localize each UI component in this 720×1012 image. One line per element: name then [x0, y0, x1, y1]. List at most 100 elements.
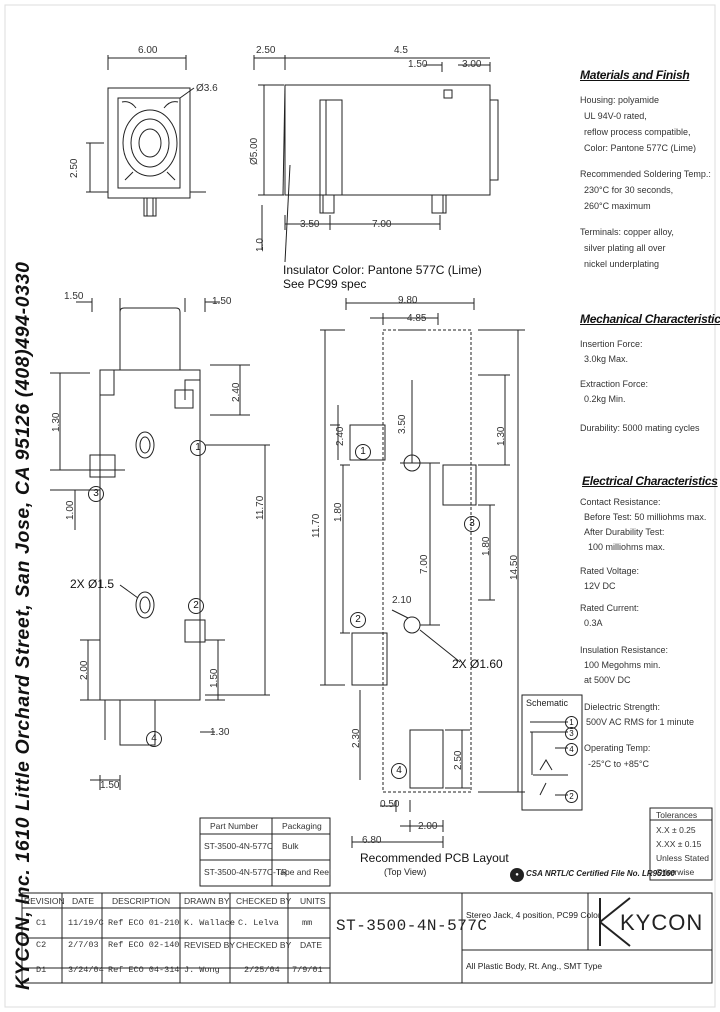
rev-cell: Ref ECO 01-210	[108, 918, 180, 928]
electrical-line: 100 milliohms max.	[588, 542, 666, 552]
materials-line: 230°C for 30 seconds,	[584, 185, 674, 195]
front-view	[86, 55, 206, 217]
rev-header: DRAWN BY	[184, 896, 230, 906]
pin-2-callout-pcb: 2	[350, 612, 366, 628]
company-address-banner: KYCON, Inc. 1610 Little Orchard Street, …	[12, 261, 34, 990]
electrical-title: Electrical Characteristics	[582, 474, 718, 488]
dim-b-1-30-low: 1.30	[210, 727, 230, 738]
rev-cell: 11/19/C	[68, 918, 104, 928]
pin-2-callout-bottom: 2	[188, 598, 204, 614]
dim-2-50-left: 2.50	[69, 158, 80, 178]
dim-b-1-50-low: 1.50	[209, 668, 220, 688]
dim-p-6-80: 6.80	[362, 835, 382, 846]
rev-cell: C2	[36, 940, 47, 950]
tolerances-box	[649, 807, 713, 881]
dim-3-50-side: 3.50	[300, 219, 320, 230]
mechanical-line: 3.0kg Max.	[584, 354, 629, 364]
see-pc99-note: See PC99 spec	[283, 277, 367, 291]
schematic-label: Schematic	[526, 698, 569, 708]
part-number-title: ST-3500-4N-577C	[336, 917, 488, 935]
kycon-logo: KYCON	[620, 910, 704, 935]
schematic-box	[521, 694, 583, 811]
dim-b-1-30: 1.30	[51, 412, 62, 432]
rev-cell: 2/7/03	[68, 940, 99, 950]
bottom-view	[50, 298, 270, 790]
side-view	[253, 55, 499, 263]
tolerances-title: Tolerances	[656, 810, 698, 820]
electrical-line: Rated Current:	[580, 603, 640, 613]
dim-p-2-50: 2.50	[453, 750, 464, 770]
tolerance-line: X.XX ± 0.15	[656, 839, 702, 849]
materials-line: reflow process compatible,	[584, 127, 691, 137]
electrical-line: 100 Megohms min.	[584, 660, 661, 670]
dim-b-1-00: 1.00	[65, 500, 76, 520]
mechanical-line: 0.2kg Min.	[584, 394, 626, 404]
dim-2-50-top: 2.50	[256, 45, 276, 56]
parts-table-cell: ST-3500-4N-577C	[204, 841, 273, 851]
rev-cell: DATE	[300, 940, 323, 950]
description-line-1: Stereo Jack, 4 position, PC99 Color	[466, 910, 601, 920]
electrical-line: 0.3A	[584, 618, 603, 628]
pin-2-callout-schematic: 2	[565, 790, 578, 803]
electrical-line: 500V AC RMS for 1 minute	[586, 717, 695, 727]
materials-line: silver plating all over	[584, 243, 666, 253]
pcb-layout-caption: Recommended PCB Layout	[360, 851, 509, 865]
insulator-note: Insulator Color: Pantone 577C (Lime)	[283, 263, 482, 277]
dim-p-0-50: 0.50	[380, 799, 400, 810]
tolerance-line: Unless Stated	[656, 853, 709, 863]
materials-title: Materials and Finish	[580, 68, 690, 82]
materials-line: Housing: polyamide	[580, 95, 660, 105]
dim-1-50-top: 1.50	[408, 59, 428, 70]
dim-b-2-00: 2.00	[79, 660, 90, 680]
tolerance-line: X.X ± 0.25	[656, 825, 696, 835]
parts-table-grid	[199, 817, 331, 887]
dim-6-00: 6.00	[138, 45, 158, 56]
pin-1-callout-bottom: 1	[190, 440, 206, 456]
pin-4-callout-schematic: 4	[565, 743, 578, 756]
electrical-line: Dielectric Strength:	[584, 702, 661, 712]
dim-p-9-80: 9.80	[398, 295, 418, 306]
dim-p-4-85: 4.85	[407, 313, 427, 324]
mechanical-line: Extraction Force:	[580, 379, 649, 389]
dim-p-2-40: 2.40	[335, 426, 346, 446]
materials-line: Terminals: copper alloy,	[580, 227, 674, 237]
electrical-line: After Durability Test:	[584, 527, 665, 537]
dim-b-2-40: 2.40	[231, 382, 242, 402]
materials-line: nickel underplating	[584, 259, 660, 269]
dim-p-2x-dia-1-60: 2X Ø1.60	[452, 657, 503, 671]
parts-table-header: Part Number	[210, 821, 259, 831]
dim-p-2-30: 2.30	[351, 728, 362, 748]
materials-line: Color: Pantone 577C (Lime)	[584, 143, 697, 153]
description-line-2: All Plastic Body, Rt. Ang., SMT Type	[466, 961, 603, 971]
pin-3-callout-pcb: 3	[464, 516, 480, 532]
rev-cell: K. Wallace	[184, 918, 236, 928]
rev-cell: C1	[36, 918, 47, 928]
csa-certification: CSA NRTL/C Certified File No. LR95160	[526, 869, 675, 878]
parts-table-header: Packaging	[282, 821, 322, 831]
pcb-layout-view	[320, 298, 525, 848]
dim-p-1-30: 1.30	[496, 426, 507, 446]
rev-header: DATE	[72, 896, 95, 906]
electrical-line: 12V DC	[584, 581, 616, 591]
materials-line: Recommended Soldering Temp.:	[580, 169, 711, 179]
dim-dia-3-6: Ø3.6	[196, 83, 218, 94]
rev-cell: mm	[302, 918, 313, 928]
dim-p-2-00: 2.00	[418, 821, 438, 832]
electrical-line: Contact Resistance:	[580, 497, 661, 507]
csa-mark-icon: ●	[510, 868, 524, 882]
rev-cell: D1	[36, 965, 47, 975]
mechanical-title: Mechanical Characteristics	[580, 312, 720, 326]
kycon-logo-mark	[599, 897, 631, 947]
rev-cell: CHECKED BY	[236, 940, 292, 950]
parts-table-cell: ST-3500-4N-577C-TR	[204, 867, 288, 877]
electrical-line: -25°C to +85°C	[588, 759, 649, 769]
rev-header: CHECKED BY	[236, 896, 292, 906]
dim-p-11-70: 11.70	[311, 513, 322, 538]
rev-cell: C. Lelva	[238, 918, 279, 928]
dim-dia-5-00: Ø5.00	[249, 137, 260, 165]
dim-3-00: 3.00	[462, 59, 482, 70]
pin-3-callout-schematic: 3	[565, 727, 578, 740]
dim-b-1-50-bottom: 1.50	[100, 780, 120, 791]
electrical-line: Operating Temp:	[584, 743, 651, 753]
